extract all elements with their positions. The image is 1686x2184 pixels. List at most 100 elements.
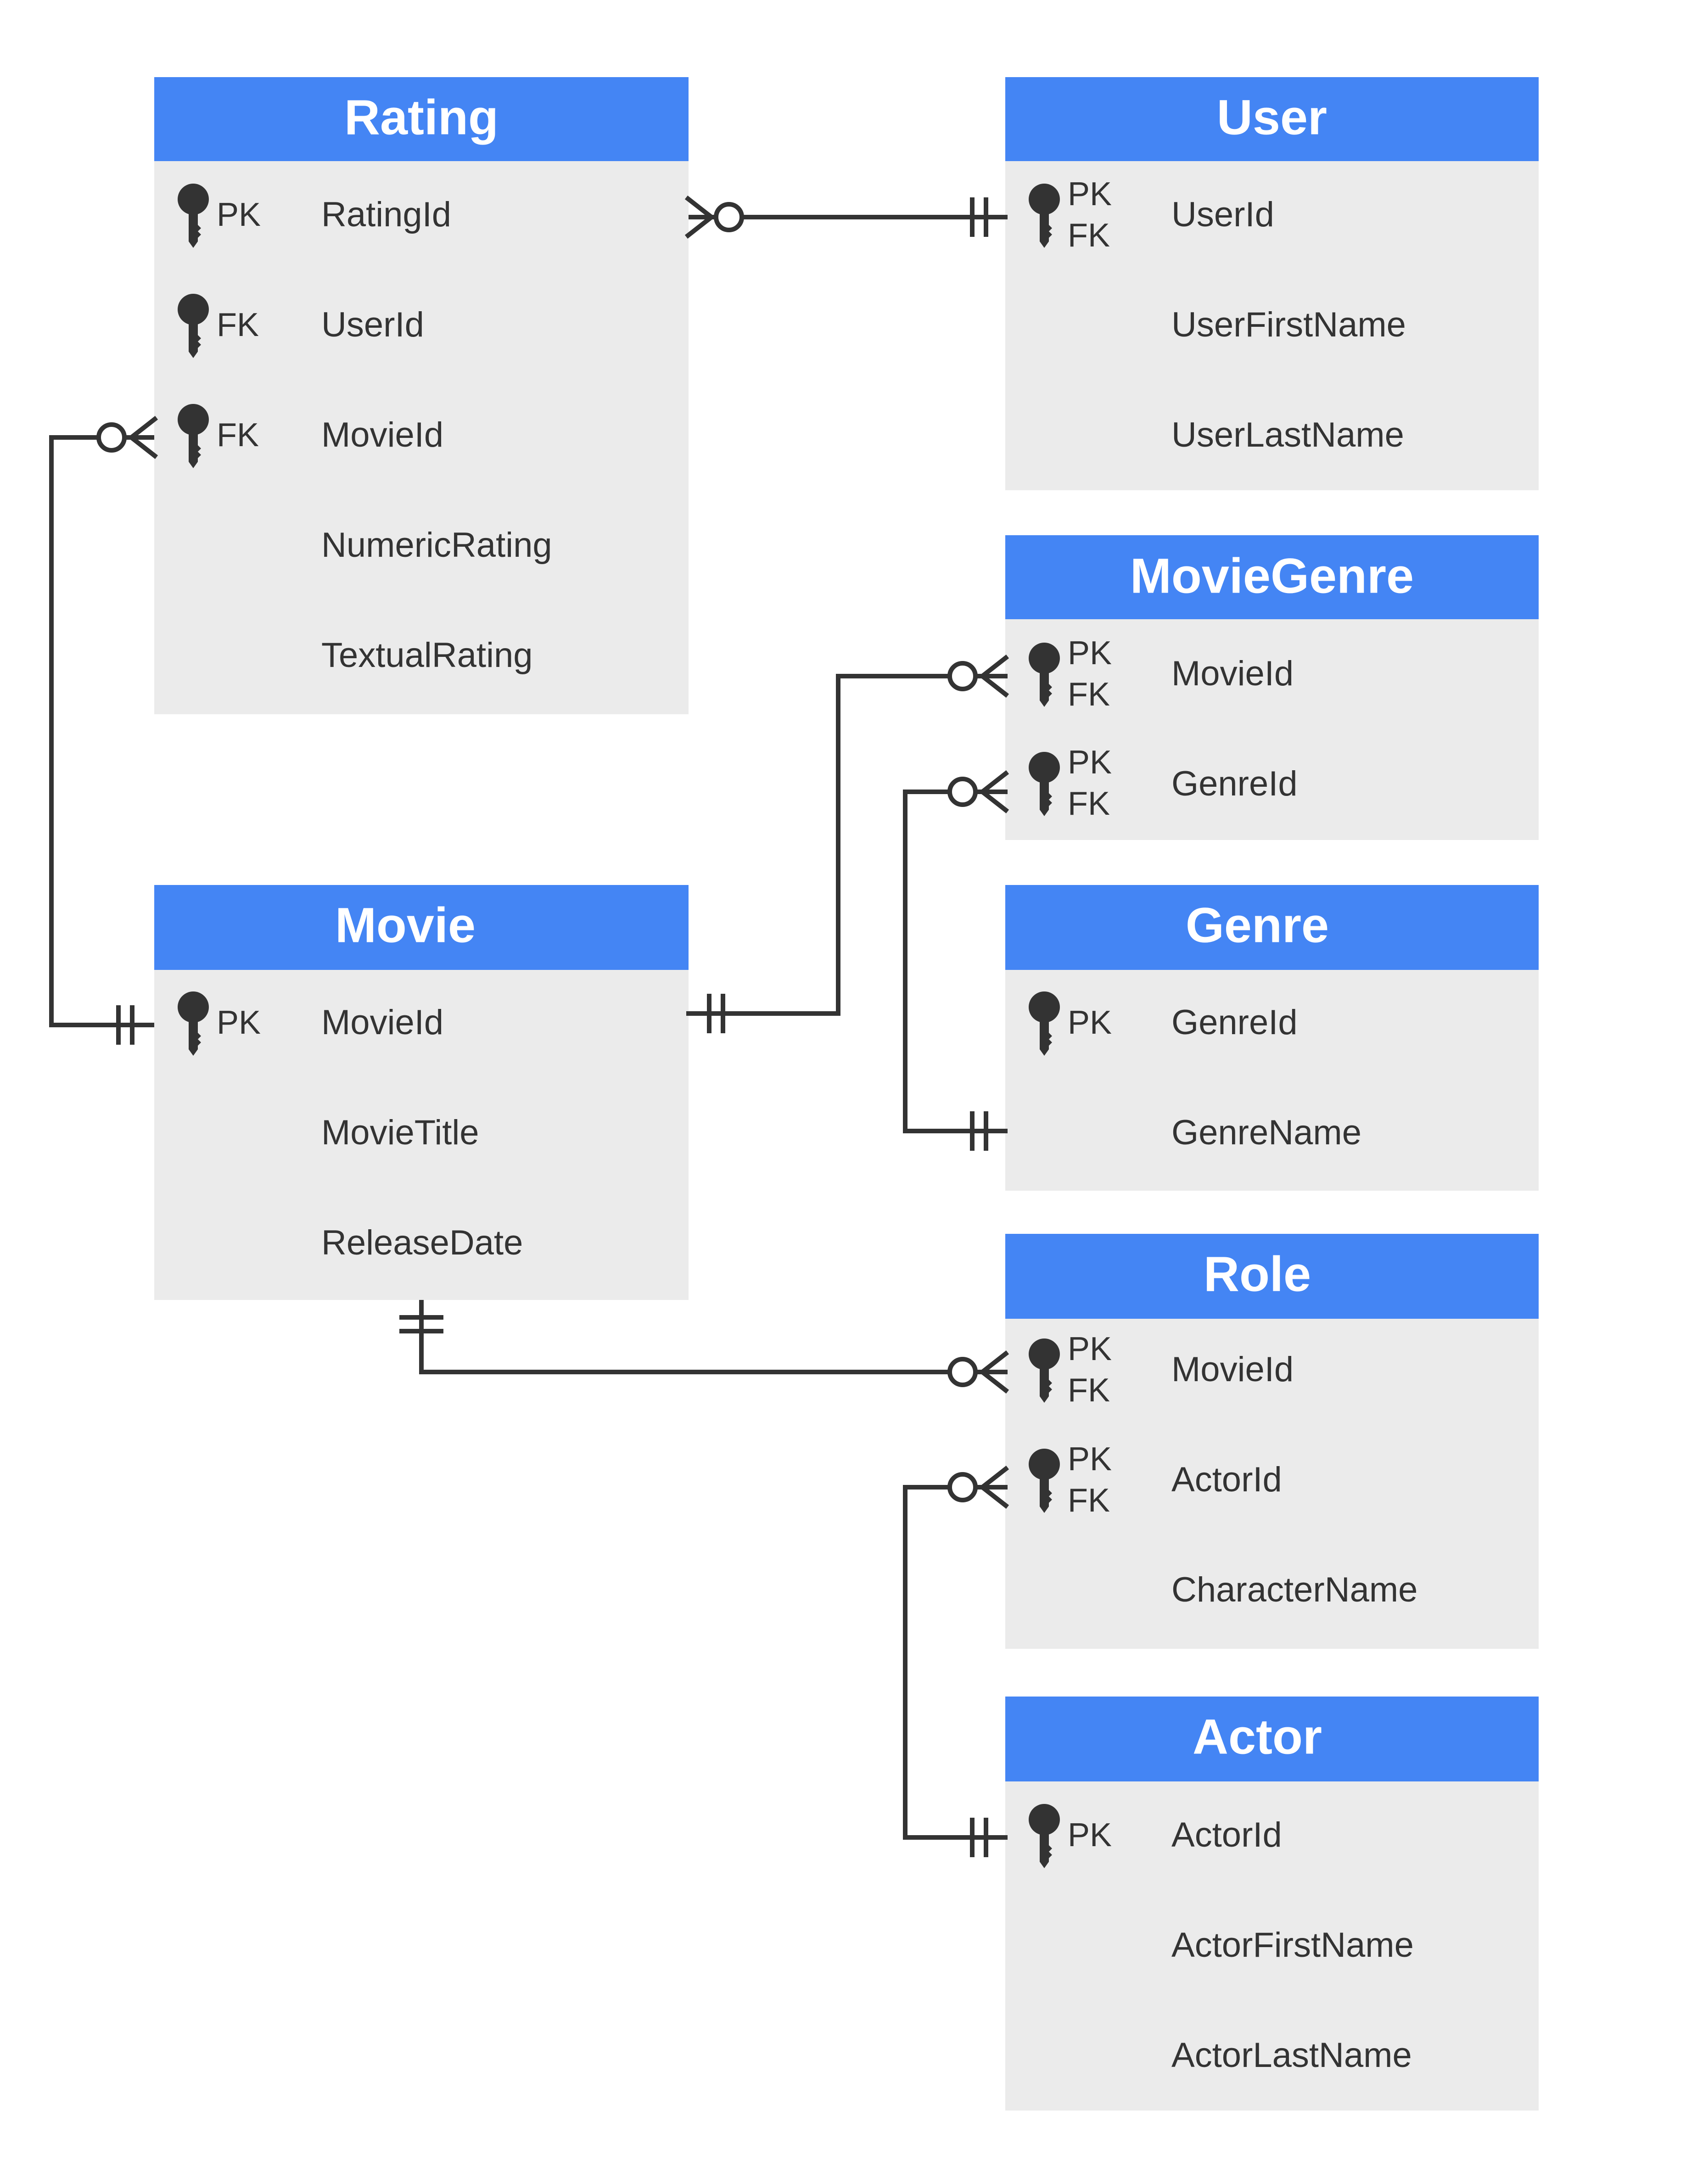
table-row: PK MovieId — [178, 991, 443, 1056]
relationship-rating-movie — [49, 416, 158, 1045]
table-row: PK FK MovieId — [1029, 635, 1294, 713]
table-row: PK FK GenreId — [1029, 744, 1298, 822]
table-actor: Actor PK ActorId ActorFirstName ActorLas… — [1005, 1697, 1539, 2111]
one-marker-icon — [399, 1315, 443, 1333]
field-name: UserLastName — [1171, 415, 1404, 454]
relationship-role-movie — [399, 1300, 1009, 1394]
table-body — [1005, 1781, 1539, 2111]
table-moviegenre: MovieGenre PK FK MovieId PK FK GenreId — [1005, 535, 1539, 840]
key-label-pk: PK — [1068, 1441, 1112, 1478]
table-title: Actor — [1193, 1709, 1322, 1764]
table-user: User PK FK UserId UserFirstName UserLast… — [1005, 77, 1539, 490]
table-row: PK FK UserId — [1029, 176, 1274, 254]
table-role: Role PK FK MovieId PK FK ActorId Charact… — [1005, 1234, 1539, 1649]
zero-marker-icon — [947, 1357, 978, 1387]
key-label-pk: PK — [1068, 176, 1112, 213]
table-header — [1005, 1697, 1539, 1781]
zero-marker-icon — [714, 202, 744, 232]
relationship-moviegenre-movie — [686, 655, 1009, 1033]
key-label-pk: PK — [1068, 1004, 1112, 1041]
field-name: NumericRating — [321, 526, 552, 565]
table-title: Movie — [335, 897, 476, 953]
relationship-role-actor — [903, 1466, 1009, 1857]
field-name: UserId — [321, 305, 424, 344]
one-marker-icon — [970, 1818, 988, 1857]
table-title: Role — [1204, 1246, 1311, 1302]
field-name: CharacterName — [1171, 1570, 1417, 1609]
key-label-pk: PK — [1068, 744, 1112, 781]
table-row: PK ActorId — [1029, 1804, 1282, 1868]
field-name: ReleaseDate — [321, 1223, 523, 1262]
field-name: ActorFirstName — [1171, 1926, 1414, 1965]
table-row: CharacterName — [1171, 1570, 1417, 1609]
table-movie: Movie PK MovieId MovieTitle ReleaseDate — [154, 885, 689, 1300]
key-label-pk: PK — [1068, 1817, 1112, 1854]
table-header — [1005, 77, 1539, 161]
key-label-fk: FK — [217, 307, 259, 343]
table-row: GenreName — [1171, 1113, 1361, 1152]
key-label-fk: FK — [217, 417, 259, 454]
relationship-rating-user — [684, 196, 1008, 239]
table-row: TextualRating — [321, 636, 533, 675]
table-title: User — [1217, 90, 1327, 145]
field-name: MovieId — [1171, 1350, 1294, 1389]
key-label-fk: FK — [1068, 1482, 1110, 1519]
table-header — [154, 77, 689, 161]
field-name: GenreId — [1171, 1003, 1298, 1042]
field-name: ActorId — [1171, 1460, 1282, 1499]
table-row: PK RatingId — [178, 184, 451, 248]
table-row: PK GenreId — [1029, 991, 1298, 1056]
key-label-fk: FK — [1068, 676, 1110, 713]
table-row: ActorLastName — [1171, 2036, 1412, 2075]
crows-foot-icon — [978, 770, 1009, 813]
field-name: MovieTitle — [321, 1113, 479, 1152]
table-body — [1005, 161, 1539, 490]
field-name: ActorLastName — [1171, 2036, 1412, 2075]
field-name: UserFirstName — [1171, 305, 1406, 344]
crows-foot-icon — [978, 1466, 1009, 1509]
one-marker-icon — [970, 197, 988, 237]
table-body — [154, 969, 689, 1300]
field-name: TextualRating — [321, 636, 533, 675]
crows-foot-icon — [127, 416, 158, 459]
table-body — [1005, 619, 1539, 840]
key-label-pk: PK — [1068, 1331, 1112, 1367]
table-body — [1005, 969, 1539, 1191]
table-header — [1005, 1234, 1539, 1319]
table-row: ActorFirstName — [1171, 1926, 1414, 1965]
field-name: MovieId — [1171, 654, 1294, 693]
one-marker-icon — [116, 1005, 134, 1045]
table-body — [1005, 1318, 1539, 1649]
key-label-pk: PK — [217, 196, 261, 233]
relationship-moviegenre-genre — [903, 770, 1009, 1151]
key-label-pk: PK — [217, 1004, 261, 1041]
table-genre: Genre PK GenreId GenreName — [1005, 885, 1539, 1191]
key-label-fk: FK — [1068, 217, 1110, 254]
table-row: PK FK ActorId — [1029, 1441, 1282, 1519]
zero-marker-icon — [947, 777, 978, 807]
table-row: FK UserId — [178, 294, 424, 358]
field-name: GenreName — [1171, 1113, 1361, 1152]
crows-foot-icon — [684, 196, 716, 239]
table-row: PK FK MovieId — [1029, 1331, 1294, 1409]
table-header — [1005, 535, 1539, 619]
table-header — [1005, 885, 1539, 970]
key-label-fk: FK — [1068, 785, 1110, 822]
table-title: Genre — [1186, 897, 1329, 953]
zero-marker-icon — [96, 422, 127, 453]
table-row: NumericRating — [321, 526, 552, 565]
field-name: MovieId — [321, 415, 443, 454]
table-title: MovieGenre — [1130, 548, 1414, 604]
crows-foot-icon — [978, 1350, 1009, 1394]
table-body — [154, 161, 689, 714]
key-label-pk: PK — [1068, 635, 1112, 672]
zero-marker-icon — [947, 1472, 978, 1502]
table-row: UserFirstName — [1171, 305, 1406, 344]
key-label-fk: FK — [1068, 1372, 1110, 1409]
table-rating: Rating PK RatingId FK UserId FK MovieId … — [154, 77, 689, 714]
one-marker-icon — [970, 1111, 988, 1151]
table-row: FK MovieId — [178, 404, 443, 468]
field-name: GenreId — [1171, 764, 1298, 803]
one-marker-icon — [707, 994, 725, 1033]
